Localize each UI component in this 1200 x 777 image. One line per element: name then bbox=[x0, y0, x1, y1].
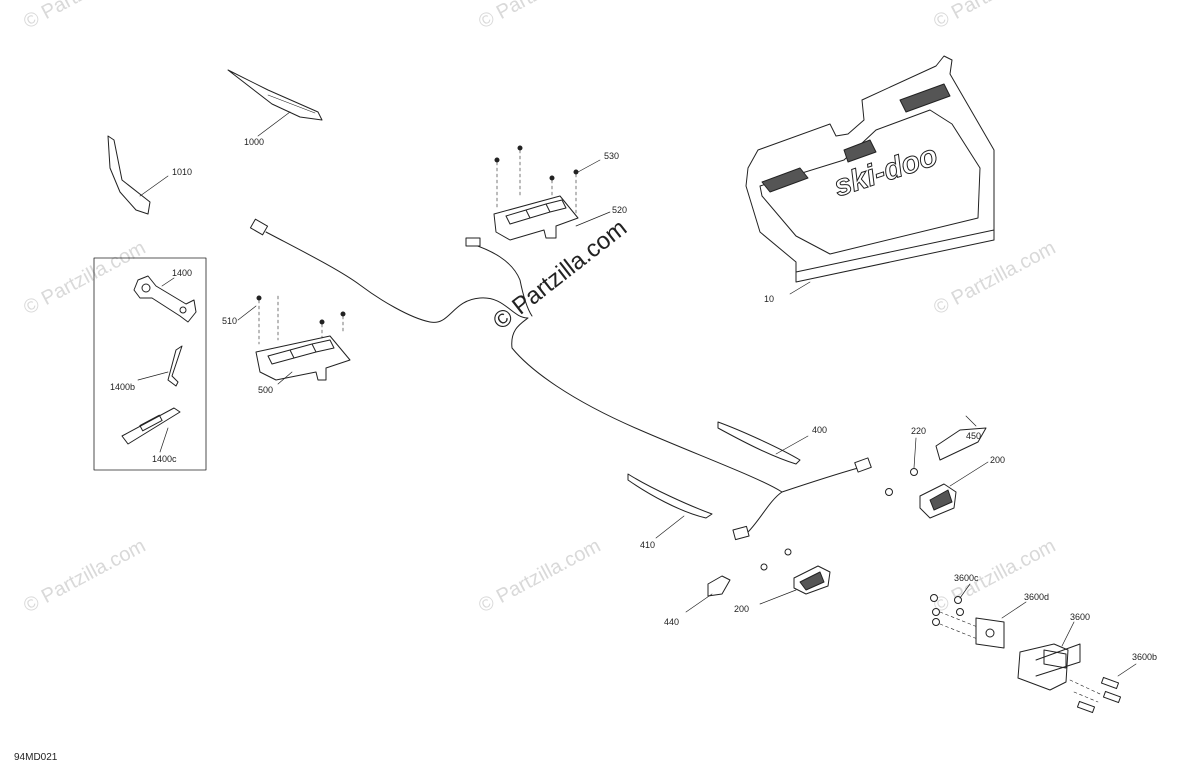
part-410 bbox=[627, 473, 713, 519]
callout-3600: 3600 bbox=[1070, 612, 1091, 622]
callout-510: 510 bbox=[222, 316, 238, 326]
plate-500 bbox=[255, 335, 351, 381]
callout-3600c: 3600c bbox=[954, 573, 979, 583]
callout-10: 10 bbox=[764, 294, 775, 304]
bolt-3600b bbox=[1100, 676, 1120, 690]
decal-450 bbox=[935, 427, 987, 461]
diagram-code: 94MD021 bbox=[14, 752, 58, 763]
decal-1010 bbox=[107, 135, 151, 215]
decal-1000 bbox=[227, 69, 323, 121]
part-400 bbox=[717, 421, 801, 465]
allen-key-1400b bbox=[167, 345, 183, 387]
callout-500: 500 bbox=[258, 385, 274, 395]
callout-1400: 1400 bbox=[172, 268, 193, 278]
callout-200-left: 200 bbox=[734, 604, 750, 614]
connector-lower bbox=[732, 525, 750, 541]
wiring-harness bbox=[265, 231, 783, 493]
callout-1000: 1000 bbox=[244, 137, 265, 147]
hitch-3600 bbox=[1017, 643, 1069, 691]
callout-1010: 1010 bbox=[172, 167, 193, 177]
callout-1400c: 1400c bbox=[152, 454, 177, 464]
callout-3600b: 3600b bbox=[1132, 652, 1158, 662]
callout-450: 450 bbox=[966, 431, 982, 441]
callout-520: 520 bbox=[612, 205, 628, 215]
decal-440 bbox=[707, 575, 731, 597]
bracket-3600d bbox=[975, 617, 1005, 649]
callout-440: 440 bbox=[664, 617, 680, 627]
callout-410: 410 bbox=[640, 540, 656, 550]
wrench-1400 bbox=[133, 275, 197, 323]
callout-530: 530 bbox=[604, 151, 620, 161]
plate-520 bbox=[493, 195, 579, 241]
callout-400: 400 bbox=[812, 425, 828, 435]
connector-right bbox=[854, 457, 872, 473]
callout-200-right: 200 bbox=[990, 455, 1006, 465]
callout-220: 220 bbox=[911, 426, 927, 436]
callout-3600d: 3600d bbox=[1024, 592, 1050, 602]
bumper-10 bbox=[745, 55, 995, 273]
callout-1400b: 1400b bbox=[110, 382, 136, 392]
tool-kit-box bbox=[93, 257, 207, 471]
connector-left bbox=[249, 218, 269, 236]
